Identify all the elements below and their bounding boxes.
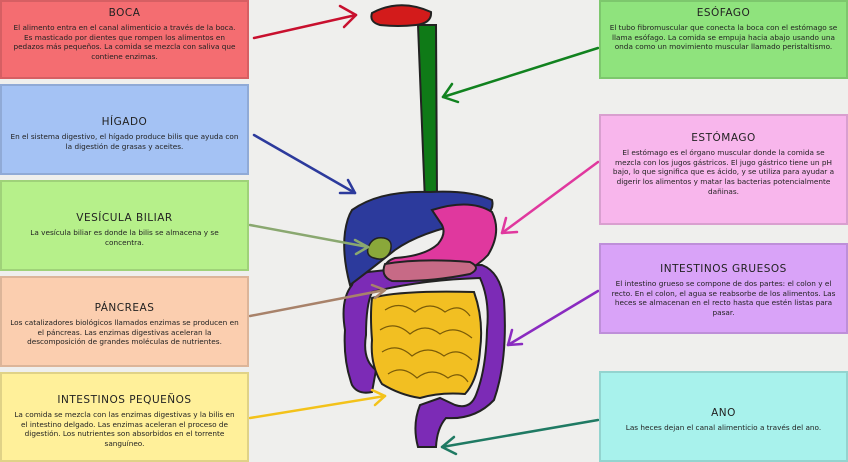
- arrow-ano: [440, 418, 600, 456]
- mouth-shape: [370, 4, 433, 27]
- card-title: ESÓFAGO: [696, 7, 751, 19]
- card-title: ESTÓMAGO: [691, 132, 756, 144]
- arrow-intestinos-gruesos: [506, 289, 600, 347]
- card-title: PÁNCREAS: [94, 302, 155, 314]
- card-description: En el sistema digestivo, el hígado produ…: [10, 132, 239, 151]
- card-title: ANO: [711, 407, 736, 419]
- card-title: BOCA: [108, 7, 141, 19]
- card-ano: ANO Las heces dejan el canal alimenticio…: [599, 371, 848, 462]
- large-intestine-shape: [342, 263, 506, 448]
- card-description: El estómago es el órgano muscular donde …: [612, 148, 835, 196]
- card-description: La vesícula biliar es donde la bilis se …: [30, 228, 219, 247]
- arrow-estomago: [500, 160, 600, 235]
- small-intestine-shape: [370, 290, 483, 400]
- gallbladder-shape: [366, 236, 392, 260]
- card-description: El alimento entra en el canal alimentici…: [13, 23, 236, 61]
- card-title: HÍGADO: [101, 116, 148, 128]
- card-higado: HÍGADO En el sistema digestivo, el hígad…: [0, 84, 249, 175]
- arrow-vesicula: [248, 223, 370, 256]
- card-boca: BOCA El alimento entra en el canal alime…: [0, 0, 249, 79]
- arrow-pancreas: [248, 283, 387, 318]
- card-intestinos-gruesos: INTESTINOS GRUESOS El intestino grueso s…: [599, 243, 848, 334]
- card-description: El tubo fibromuscular que conecta la boc…: [609, 23, 838, 52]
- arrow-boca: [252, 4, 358, 40]
- card-title: VESÍCULA BILIAR: [76, 212, 173, 224]
- arrow-esofago: [441, 46, 600, 104]
- pancreas-shape: [382, 259, 477, 283]
- card-title: INTESTINOS GRUESOS: [660, 263, 787, 275]
- arrow-intestinos-pequenos: [248, 388, 387, 420]
- card-description: Las heces dejan el canal alimenticio a t…: [625, 423, 822, 432]
- esophagus-shape: [416, 24, 439, 204]
- card-description: La comida se mezcla con las enzimas dige…: [14, 410, 235, 448]
- card-description: Los catalizadores biológicos llamados en…: [10, 318, 239, 347]
- card-description: El intestino grueso se compone de dos pa…: [611, 279, 836, 317]
- card-intestinos-pequenos: INTESTINOS PEQUEÑOS La comida se mezcla …: [0, 372, 249, 462]
- card-vesicula-biliar: VESÍCULA BILIAR La vesícula biliar es do…: [0, 180, 249, 271]
- card-title: INTESTINOS PEQUEÑOS: [57, 394, 192, 406]
- card-esofago: ESÓFAGO El tubo fibromuscular que conect…: [599, 0, 848, 79]
- arrow-higado: [252, 133, 357, 195]
- card-estomago: ESTÓMAGO El estómago es el órgano muscul…: [599, 114, 848, 225]
- card-pancreas: PÁNCREAS Los catalizadores biológicos ll…: [0, 276, 249, 367]
